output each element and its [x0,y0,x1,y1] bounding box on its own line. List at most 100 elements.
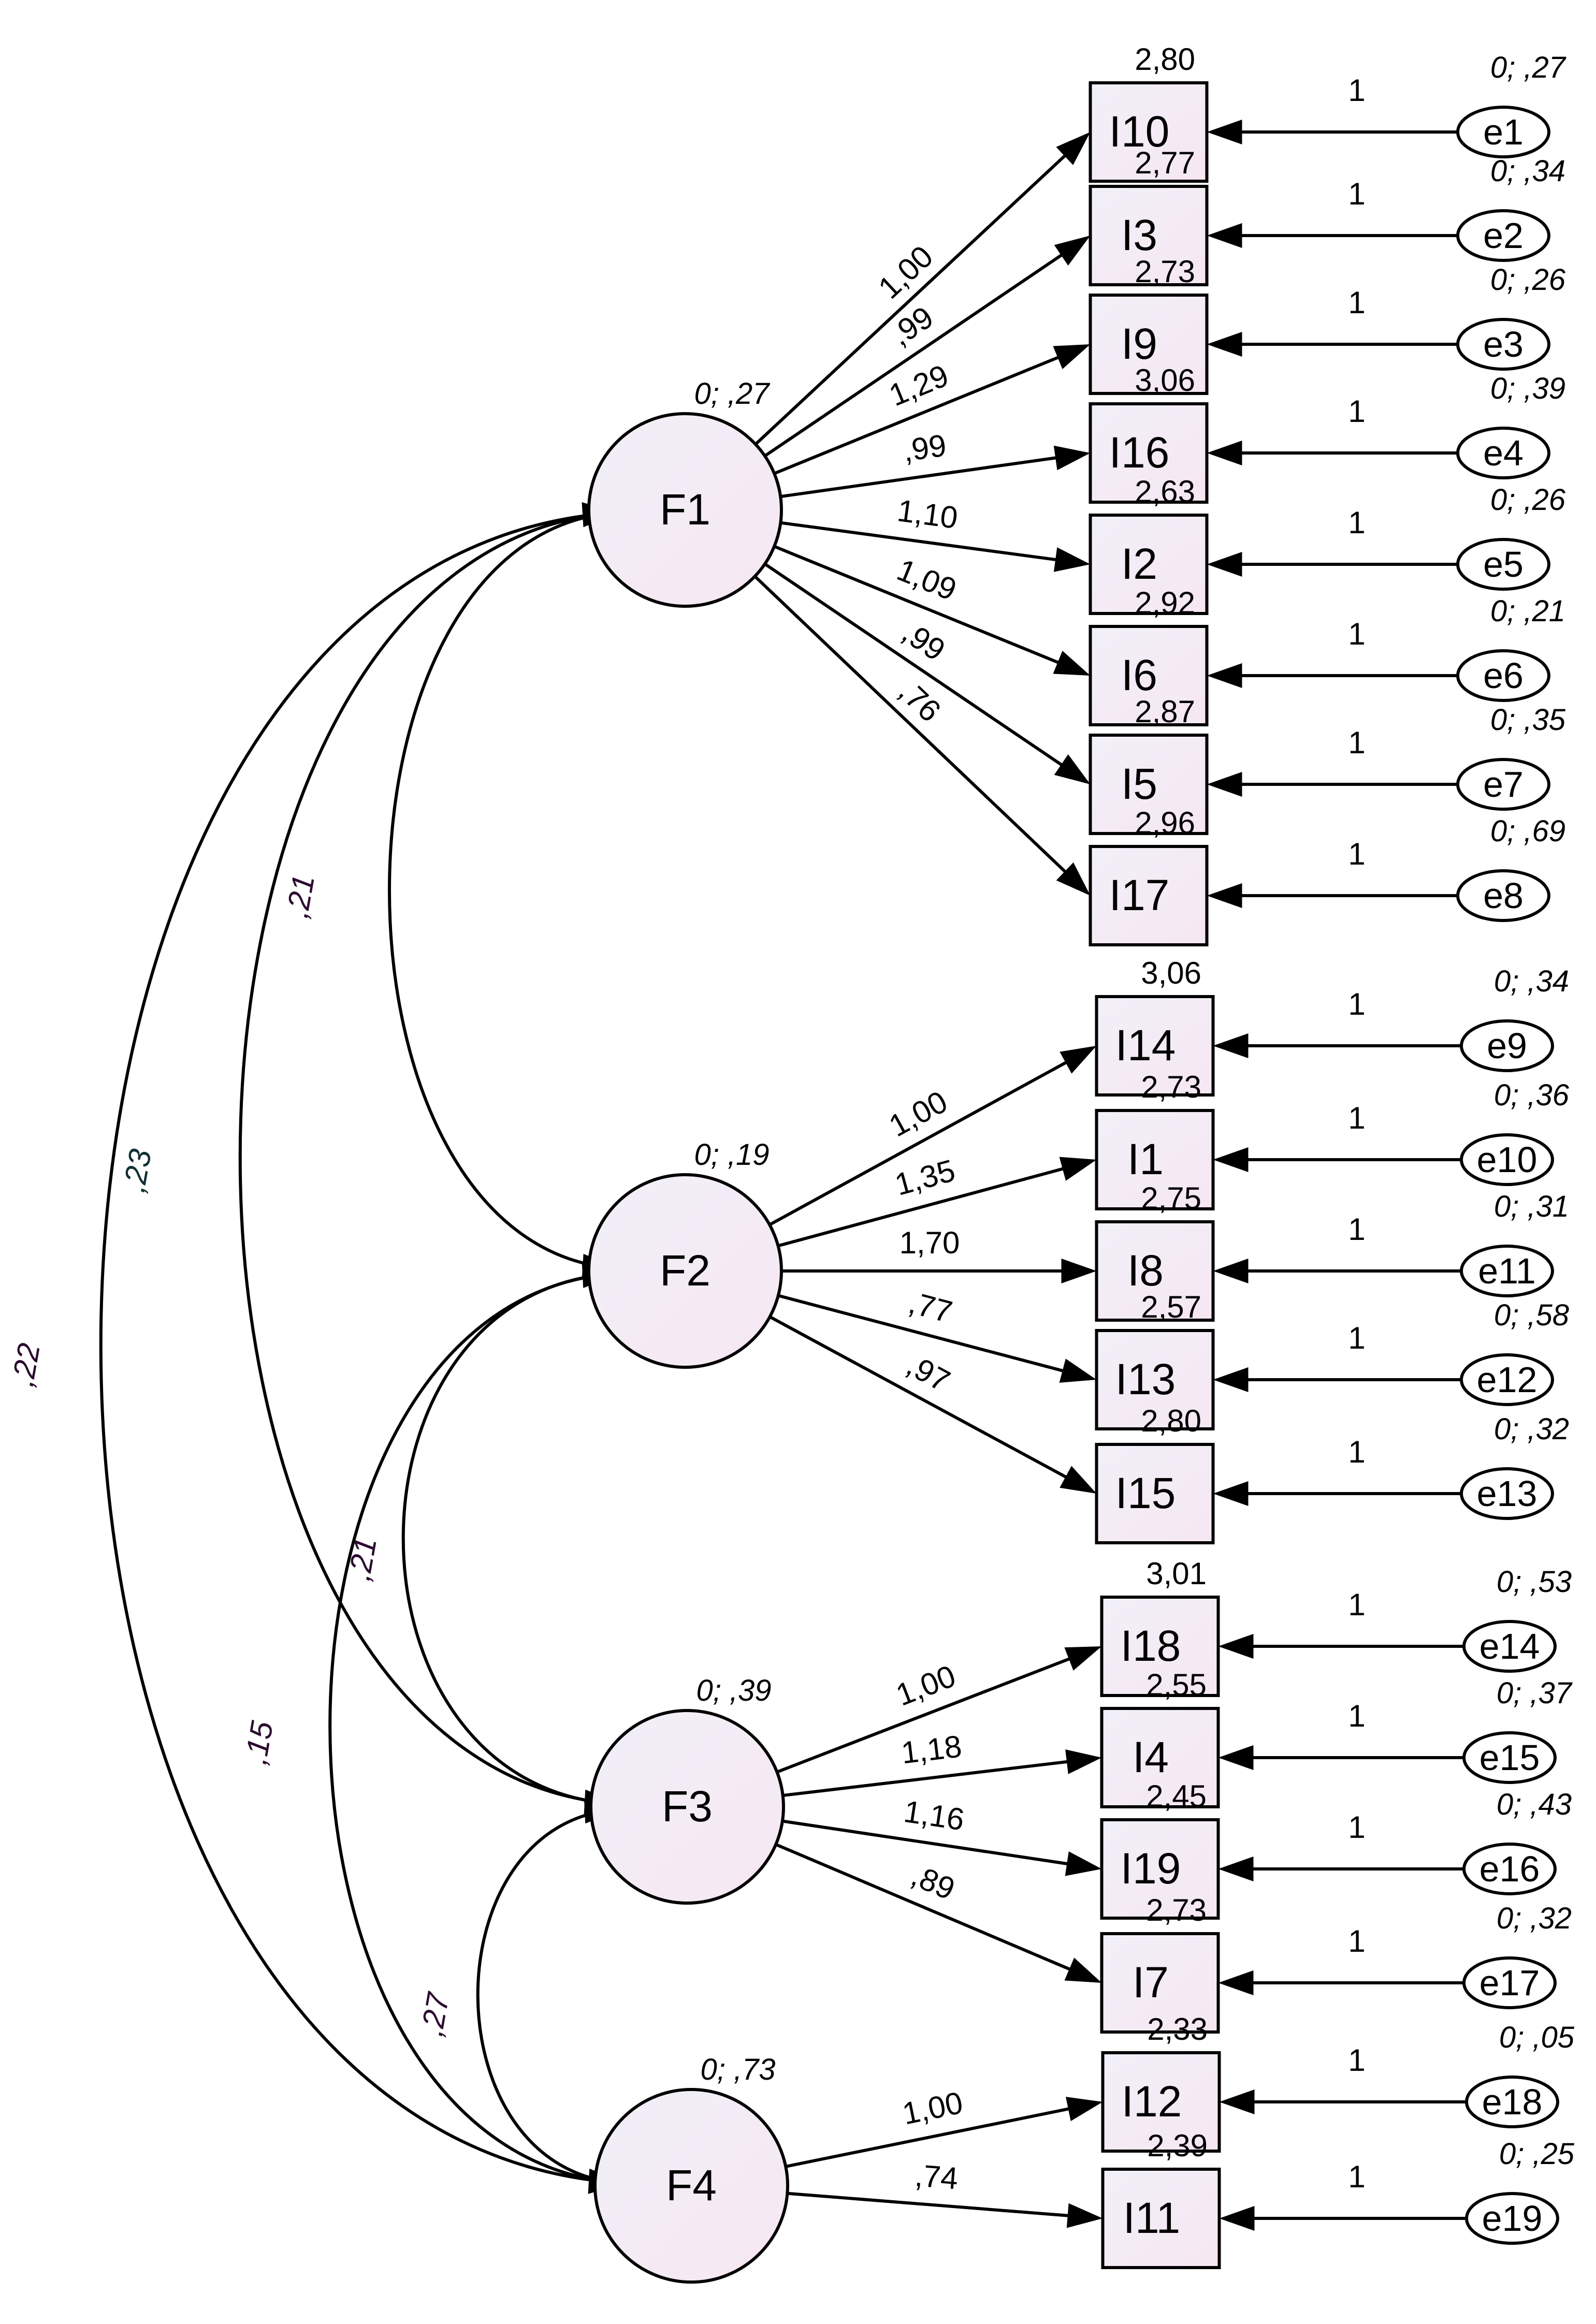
fixed-path-label: 1 [1348,73,1365,108]
error-term-node [1460,1019,1554,1072]
fixed-path-label: 1 [1348,987,1365,1021]
observed-item-label: I7 [1133,1958,1169,2007]
observed-item-box [1089,185,1209,286]
error-arrow-head [1218,1970,1254,1995]
observed-item-box [1095,1109,1215,1210]
latent-factor-label: F3 [662,1782,713,1831]
observed-item-box [1089,625,1209,726]
item-intercept-label: 2,73 [1141,1070,1201,1104]
loading-label: 1,00 [872,239,939,305]
error-term-label: e17 [1479,1963,1540,2003]
item-intercept-label: 2,63 [1135,474,1195,509]
loading-arrow [774,354,1063,475]
loading-arrow [764,562,1066,768]
covariance-curve [476,1808,625,2185]
loading-arrow [753,575,1069,875]
error-term-node [1460,1353,1554,1406]
covariance-label: ,21 [342,1535,383,1584]
loading-label: ,74 [913,2158,959,2196]
loading-arrow-head [1053,344,1091,369]
error-term-node [1460,1133,1554,1186]
error-term-label: e10 [1477,1139,1537,1180]
observed-item-label: I1 [1127,1135,1164,1183]
error-arrow-head [1207,223,1242,248]
covariance-curve [99,511,625,2185]
fixed-path-label: 1 [1348,394,1365,429]
observed-item-label: I5 [1121,759,1157,808]
error-variance-label: 0; ,53 [1497,1565,1572,1599]
error-arrow-head [1207,883,1242,908]
fixed-path-label: 1 [1348,1587,1365,1622]
loading-label: 1,16 [902,1794,966,1837]
fixed-path-label: 1 [1348,837,1365,871]
error-term-label: e13 [1477,1473,1537,1514]
item-intercept-label: 2,80 [1135,42,1195,77]
fixed-path-label: 1 [1348,1101,1365,1135]
error-arrow-head [1218,1634,1254,1659]
item-intercept-label: 2,77 [1135,145,1195,180]
loading-arrow-head [1056,132,1091,165]
latent-factor-label: F1 [660,485,710,534]
error-arrow-head [1213,1033,1249,1058]
loading-label: 1,70 [899,1225,960,1260]
covariance-curve [401,1272,620,1806]
error-arrow-head [1207,332,1242,357]
observed-item-label: I12 [1122,2077,1182,2126]
item-intercept-label: 2,87 [1135,694,1195,729]
error-variance-label: 0; ,32 [1494,1412,1569,1446]
observed-item-box [1095,995,1215,1097]
error-arrow-head [1207,663,1242,688]
latent-factor-node [589,1709,785,1905]
observed-item-box [1101,2051,1221,2153]
loading-label: 1,18 [899,1729,964,1770]
error-term-label: e6 [1483,655,1524,696]
factor-variance-label: 0; ,73 [700,2053,775,2086]
error-variance-label: 0; ,26 [1490,263,1566,297]
error-variance-label: 0; ,37 [1497,1676,1573,1710]
covariance-label: ,23 [117,1147,158,1195]
observed-item-box [1089,402,1209,504]
error-term-label: e12 [1477,1360,1537,1400]
loading-arrow [785,2107,1073,2168]
factor-variance-label: 0; ,27 [694,377,771,411]
error-term-node [1456,106,1550,158]
error-variance-label: 0; ,34 [1494,964,1569,998]
error-arrow-head [1219,2089,1255,2114]
covariance-label: ,21 [280,872,321,921]
factor-variance-label: 0; ,19 [694,1138,769,1172]
error-variance-label: 0; ,36 [1494,1078,1570,1112]
observed-item-box [1100,1932,1220,2034]
loading-arrow-head [1064,1646,1102,1671]
error-variance-label: 0; ,31 [1494,1190,1569,1223]
loading-arrow-head [1053,651,1091,676]
loading-arrow-head [1054,236,1091,266]
error-term-node [1456,209,1550,262]
latent-factor-label: F4 [666,2161,717,2210]
error-term-label: e18 [1482,2082,1543,2122]
fixed-path-label: 1 [1348,617,1365,651]
loading-arrow [782,1819,1071,1866]
error-term-label: e3 [1483,324,1524,364]
observed-item-label: I15 [1115,1469,1176,1517]
loading-arrow-head [1054,754,1091,784]
error-variance-label: 0; ,69 [1490,814,1565,848]
error-term-label: e8 [1483,875,1524,916]
observed-item-box [1089,734,1209,835]
item-intercept-label: 2,45 [1146,1779,1207,1814]
error-arrow-head [1218,1857,1254,1881]
covariance-label: ,27 [414,1989,456,2039]
error-term-label: e11 [1478,1251,1536,1291]
fixed-path-label: 1 [1348,505,1365,540]
loading-arrow-head [1056,862,1091,896]
loading-arrow-head [1053,547,1091,572]
error-term-label: e16 [1479,1849,1540,1889]
error-arrow-head [1207,552,1242,577]
fixed-path-label: 1 [1348,2159,1365,2194]
item-intercept-label: 2,55 [1146,1668,1207,1702]
error-variance-label: 0; ,35 [1490,703,1566,737]
item-intercept-label: 2,57 [1141,1290,1201,1324]
item-intercept-label: 2,39 [1147,2128,1208,2163]
observed-item-label: I11 [1123,2194,1181,2242]
loading-arrow [768,1059,1070,1226]
observed-item-box [1089,294,1209,395]
